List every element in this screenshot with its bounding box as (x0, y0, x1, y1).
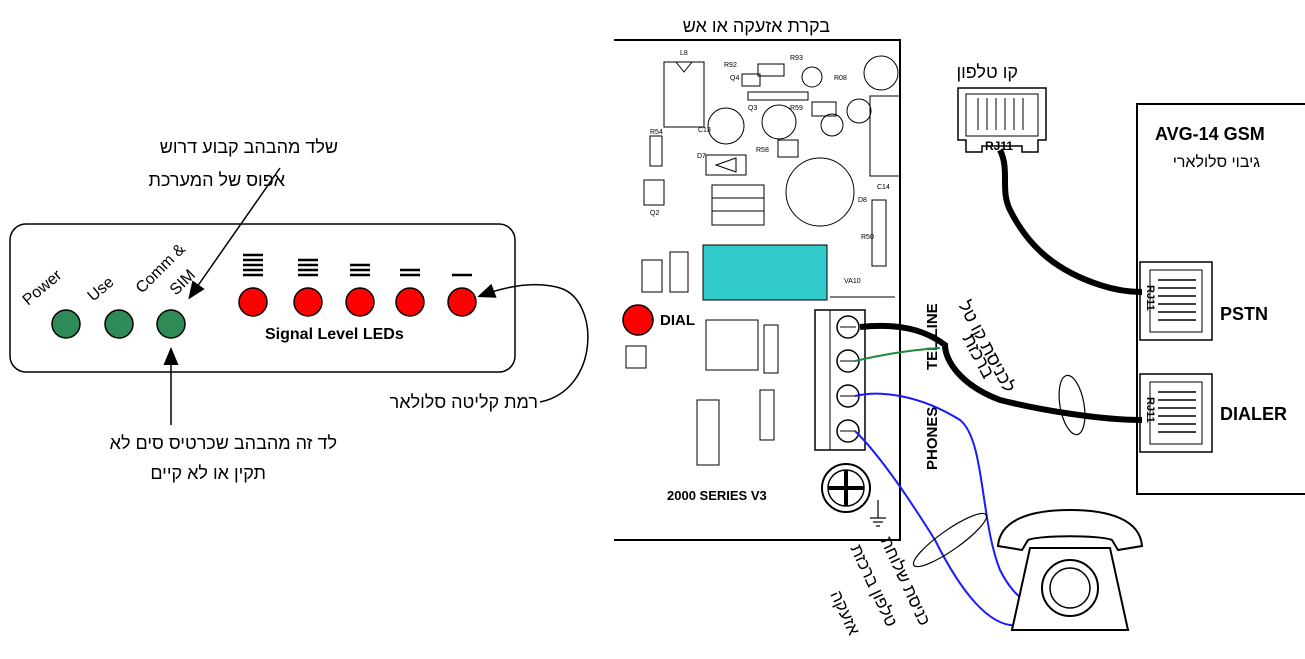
svg-text:L8: L8 (680, 50, 688, 57)
signal-led-3 (345, 287, 375, 317)
led-power (51, 309, 81, 339)
alarm-board-title: בקרת אזעקה או אש (683, 16, 830, 36)
phones-label: PHONES (924, 407, 941, 470)
svg-text:D7: D7 (697, 153, 706, 160)
annotation-sim-line2: תקין או לא קיים (150, 463, 266, 483)
dial-led (622, 304, 654, 336)
signal-led-1 (447, 287, 477, 317)
svg-text:R58: R58 (756, 147, 769, 154)
telephone-jack: RJ11 (957, 87, 1047, 153)
signal-led-4 (293, 287, 323, 317)
gsm-model: AVG-14 GSM (1155, 124, 1265, 144)
signal-led-5 (238, 287, 268, 317)
cable-dialer-to-board (859, 322, 1143, 423)
annotation-top-line1: שלד מהבהב קבוע דרוש (160, 137, 338, 157)
led-comm-sim (156, 309, 186, 339)
alarm-board-outline (614, 39, 901, 541)
svg-text:R93: R93 (790, 55, 803, 62)
signal-led-2 (395, 287, 425, 317)
svg-text:D8: D8 (858, 197, 867, 204)
pstn-rj11-label: RJ11 (1144, 285, 1156, 311)
annotation-sim-line1: לד זה מהבהב שכרטיס סים לא (110, 433, 337, 453)
svg-text:Q4: Q4 (730, 75, 739, 82)
pstn-label: PSTN (1220, 304, 1268, 324)
arrow-top (188, 167, 281, 300)
led-use (104, 309, 134, 339)
arrow-signal (477, 283, 589, 403)
annotation-top-line2: אפוס של המערכת (149, 170, 286, 190)
signal-level-label: Signal Level LEDs (265, 326, 404, 343)
telephone-jack-rj11-label: RJ11 (985, 139, 1013, 153)
dialer-label: DIALER (1220, 404, 1287, 424)
wire-bundle-ring-upper (1058, 374, 1086, 436)
pstn-port: RJ11 (1139, 261, 1213, 341)
gsm-subtitle: גיבוי סלולארי (1173, 153, 1261, 171)
dial-label: DIAL (660, 312, 695, 329)
dialer-rj11-label: RJ11 (1144, 397, 1156, 423)
cable-line-to-pstn (997, 148, 1143, 295)
telephone-jack-title: קו טלפון (956, 62, 1018, 82)
board-components (625, 55, 901, 466)
svg-text:C14: C14 (877, 184, 890, 191)
svg-text:VA10: VA10 (844, 278, 861, 285)
svg-text:Q3: Q3 (748, 105, 757, 112)
wire-green (854, 347, 941, 362)
terminal-block (814, 309, 866, 451)
svg-text:R50: R50 (861, 234, 874, 241)
svg-text:R54: R54 (650, 129, 663, 136)
annotation-signal: רמת קליטה סלולאר (390, 392, 538, 412)
signal-bars-icon (243, 253, 472, 277)
component-labels: L8 R92 R93 R08 Q4 Q3 R59 C13 D7 R58 Q2 R… (650, 50, 890, 285)
series-label: 2000 SERIES V3 (667, 488, 767, 503)
phone-note-line3: אזעקה (826, 588, 863, 639)
svg-text:Q2: Q2 (650, 210, 659, 217)
dialer-port: RJ11 (1139, 373, 1213, 453)
ground-screw-icon (821, 463, 886, 527)
accent-block (702, 244, 828, 301)
led-panel: Power Use Comm & SIM Signal Level LEDs (9, 223, 516, 373)
svg-text:C13: C13 (698, 127, 711, 134)
svg-text:R08: R08 (834, 75, 847, 82)
gsm-unit-outline (1136, 103, 1305, 495)
wire-bundle-ring-lower (912, 512, 988, 568)
svg-text:R59: R59 (790, 105, 803, 112)
svg-text:R92: R92 (724, 62, 737, 69)
telephone-icon (996, 508, 1144, 631)
